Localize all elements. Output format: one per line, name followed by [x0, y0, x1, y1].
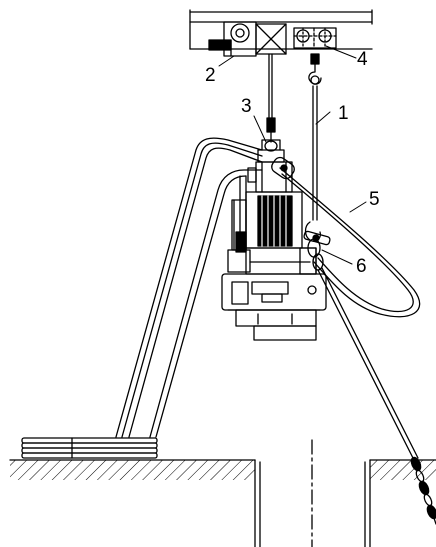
cable-coil — [21, 437, 158, 459]
anchor-chain — [410, 456, 436, 525]
leader-lines — [218, 45, 367, 265]
hoist-gearbox — [255, 23, 287, 55]
hoist-cable — [266, 53, 276, 143]
chain-hoist — [308, 53, 322, 221]
trolley — [208, 21, 257, 57]
lifting-shackle — [257, 139, 285, 163]
pump-body — [221, 161, 327, 341]
guide-cable — [317, 267, 419, 461]
callout-3: 3 — [241, 96, 252, 117]
callout-6: 6 — [356, 256, 367, 277]
floor — [9, 459, 436, 480]
discharge-pipe — [254, 439, 371, 547]
lifting-sling — [271, 156, 421, 318]
hook-trolley — [293, 27, 337, 49]
callout-1: 1 — [338, 103, 349, 124]
callout-2: 2 — [205, 65, 216, 86]
shackle-block — [303, 221, 331, 271]
callout-4: 4 — [357, 49, 368, 70]
power-cables — [115, 137, 263, 438]
callout-5: 5 — [369, 189, 380, 210]
